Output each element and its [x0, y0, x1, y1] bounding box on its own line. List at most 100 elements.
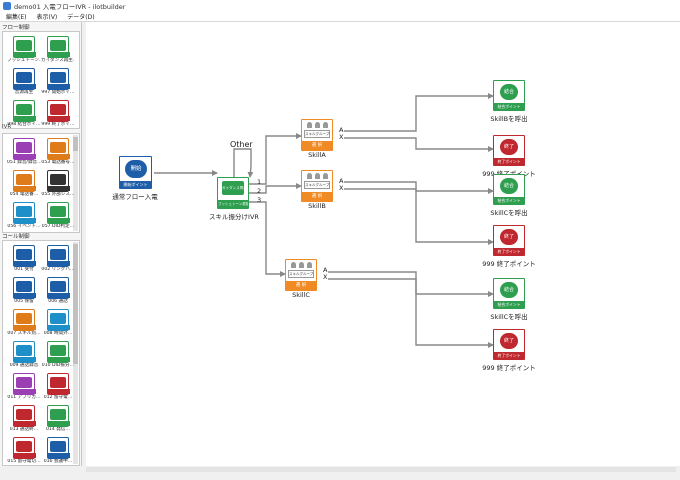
end-node[interactable]: 終了 終了ポイント	[493, 329, 525, 360]
palette-flow-item[interactable]: プッシュトーン…	[7, 36, 41, 66]
end-icon: 終了 終了ポイント	[493, 225, 525, 256]
ivr-port-2: 2	[257, 187, 262, 195]
end-node[interactable]: 終了 終了ポイント	[493, 135, 525, 166]
palette-call-item-icon	[47, 245, 70, 267]
join-node[interactable]: 結合 結合ポイント	[493, 278, 525, 309]
call-scroll-thumb[interactable]	[73, 244, 78, 364]
end-label: SkillCを呼出	[490, 209, 528, 217]
palette-ivr-item[interactable]: 057 DID判定…	[41, 202, 75, 232]
palette-call-item[interactable]: 009 通話録音	[9, 341, 39, 371]
palette-flow-item[interactable]: 998 結合ポイ…	[7, 100, 41, 128]
palette-ivr-item-icon	[13, 202, 36, 224]
connector-line[interactable]	[249, 133, 302, 185]
palette-ivr-item-icon	[13, 170, 36, 192]
palette-call-item[interactable]: 011 アフリカ…	[7, 373, 41, 403]
connector-line[interactable]	[249, 201, 286, 277]
join-node[interactable]: 結合 結合ポイント	[493, 174, 525, 205]
palette-call-item-label: 007 スキル別…	[7, 331, 41, 336]
start-icon-text: 開始	[125, 160, 147, 178]
palette-call-item-label: 008 時間外…	[43, 331, 73, 336]
skill-icon-text: スキルグループ	[304, 130, 330, 138]
palette-ivr-item-icon	[47, 202, 70, 224]
skill-band: 選 択	[286, 281, 316, 290]
palette-call-item[interactable]: 006 通話	[43, 277, 73, 307]
palette-call-item-icon	[13, 341, 36, 363]
end-icon: 終了 終了ポイント	[493, 329, 525, 360]
palette-call-item[interactable]: 008 時間外…	[43, 309, 73, 339]
palette-flow-item[interactable]: ガイダンス再生…	[41, 36, 75, 66]
menu-view[interactable]: 表示(V)	[36, 14, 58, 21]
palette-call-item[interactable]: 002 リングバ…	[41, 245, 75, 275]
palette-call-item[interactable]: 007 スキル別…	[7, 309, 41, 339]
palette-call-item-icon	[47, 277, 70, 299]
join-node[interactable]: 結合 結合ポイント	[493, 80, 525, 111]
palette-flow-item[interactable]: 999 終了ポイ…	[41, 100, 75, 128]
skill-band: 選 択	[302, 192, 332, 201]
palette-call-item-label: 005 保留	[14, 299, 34, 304]
ivr-other-label: Other	[230, 140, 253, 149]
end-icon-text: 終了	[500, 333, 518, 349]
menu-data[interactable]: データ(D)	[67, 14, 95, 21]
end-icon-text: 結合	[500, 282, 518, 298]
palette-call-item-label: 010 DID振分…	[41, 363, 75, 368]
palette-call-item[interactable]: 005 保留	[9, 277, 39, 307]
flow-canvas[interactable]: 開始 開始ポイント 通常フロー入電 ガイダンス再生 プッシュトーン振替 スキル振…	[86, 22, 680, 466]
palette-call-item-label: 013 通話終…	[9, 427, 39, 432]
palette-flow-item-icon	[13, 100, 36, 122]
connector-line[interactable]	[233, 148, 254, 178]
palette-flow-item-label: プッシュトーン…	[7, 58, 41, 63]
connector-line[interactable]	[344, 181, 494, 194]
end-node[interactable]: 終了 終了ポイント	[493, 225, 525, 256]
connector-line[interactable]	[328, 278, 494, 348]
palette-call-item[interactable]: 015 留守電切…	[7, 437, 41, 465]
canvas-scroll-thumb[interactable]	[86, 467, 676, 472]
palette-flow-item-label: 999 終了ポイ…	[41, 122, 75, 127]
palette-ivr-item[interactable]: 051 録音/録音…	[7, 138, 41, 168]
connector-line[interactable]	[344, 188, 494, 245]
palette-flow-item[interactable]: 音源再生	[9, 68, 39, 98]
connector-line[interactable]	[328, 271, 494, 297]
palette-call-item[interactable]: 014 発信…	[43, 405, 73, 435]
palette-flow-item-label: ガイダンス再生…	[41, 58, 75, 63]
end-icon-text: 結合	[500, 84, 518, 100]
ivr-icon: ガイダンス再生 プッシュトーン振替	[217, 177, 249, 209]
palette-group-ivr: 051 録音/録音…053 電話番号…054 電話番…055 外部シス…056 …	[2, 133, 80, 233]
palette-flow-item-label: 音源再生	[14, 90, 34, 95]
connector-line[interactable]	[344, 137, 494, 152]
connector-line[interactable]	[249, 183, 302, 194]
ivr-label: スキル振分けIVR	[209, 213, 259, 221]
palette-call-item[interactable]: 016 会議中…	[43, 437, 73, 465]
end-label: SkillCを呼出	[490, 313, 528, 321]
palette-ivr-item[interactable]: 055 外部シス…	[41, 170, 75, 200]
palette-flow-item-label: 998 結合ポイ…	[7, 122, 41, 127]
end-band: 結合ポイント	[494, 301, 524, 308]
palette-ivr-item-icon	[47, 170, 70, 192]
start-node[interactable]: 開始 開始ポイント	[119, 156, 152, 189]
palette-group-call-header: コール制御	[2, 234, 30, 240]
connector-line[interactable]	[344, 93, 494, 132]
skill-port-a: A	[339, 177, 344, 185]
skill-label: SkillA	[308, 151, 326, 159]
menu-edit[interactable]: 編集(E)	[6, 14, 27, 21]
palette-call-item[interactable]: 010 DID振分…	[41, 341, 75, 371]
ivr-port-1: 1	[257, 178, 262, 186]
ivr-scrollbar[interactable]	[73, 135, 78, 231]
palette-call-item[interactable]: 001 受付	[9, 245, 39, 275]
palette-ivr-item-label: 057 DID判定…	[41, 224, 75, 229]
skill-node[interactable]: スキルグループ 選 択	[285, 259, 317, 291]
palette-flow-item[interactable]: 997 開始ポイ…	[41, 68, 75, 98]
palette-ivr-item[interactable]: 053 電話番号…	[41, 138, 75, 168]
palette-ivr-item[interactable]: 054 電話番…	[9, 170, 39, 200]
ivr-scroll-thumb[interactable]	[73, 137, 78, 151]
skill-node[interactable]: スキルグループ 選 択	[301, 119, 333, 151]
end-label: SkillBを呼出	[490, 115, 528, 123]
palette-ivr-item-icon	[13, 138, 36, 160]
palette-call-item[interactable]: 012 留守電…	[43, 373, 73, 403]
canvas-horizontal-scrollbar[interactable]	[86, 466, 680, 473]
call-scrollbar[interactable]	[73, 242, 78, 464]
palette-call-item[interactable]: 013 通話終…	[9, 405, 39, 435]
skill-node[interactable]: スキルグループ 選 択	[301, 170, 333, 202]
palette-ivr-item[interactable]: 056 イベント…	[7, 202, 41, 232]
ivr-node[interactable]: ガイダンス再生 プッシュトーン振替	[217, 177, 249, 209]
